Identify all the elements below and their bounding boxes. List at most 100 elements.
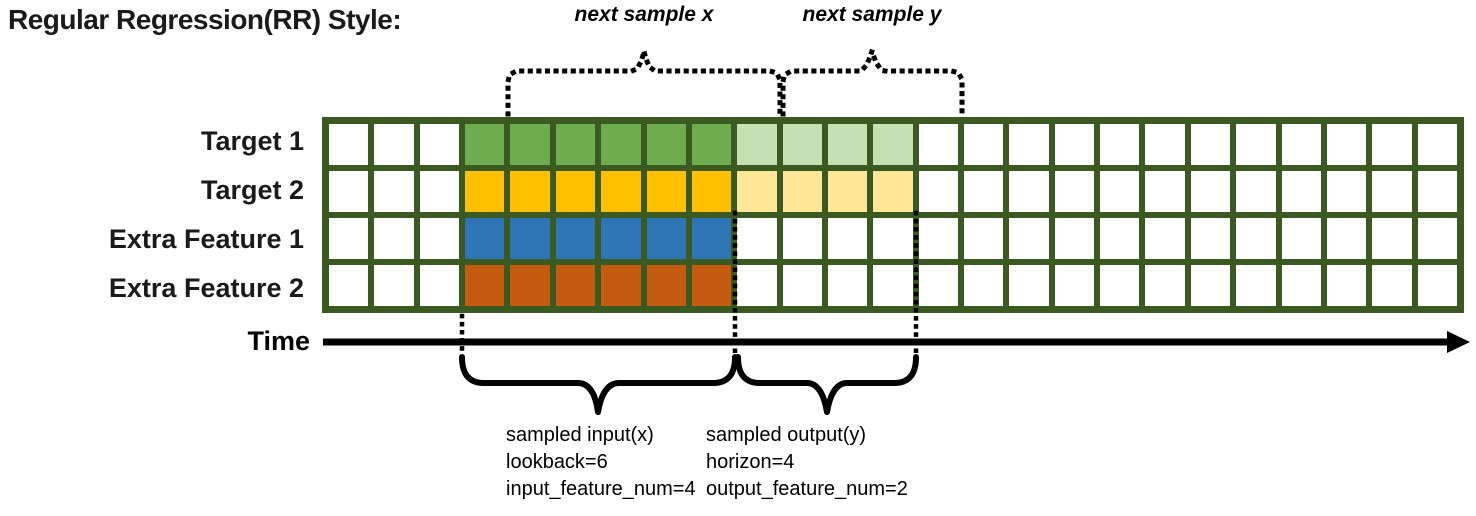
grid-cell <box>646 124 686 165</box>
grid-cell <box>1417 124 1457 165</box>
grid-cell <box>1372 171 1412 212</box>
grid-cell <box>510 218 550 259</box>
grid-cell <box>1190 218 1231 259</box>
grid-cell <box>1145 124 1185 165</box>
grid-cell <box>1009 218 1049 259</box>
row-labels: Target 1 Target 2 Extra Feature 1 Extra … <box>0 117 312 313</box>
grid-cell <box>918 124 959 165</box>
sampled-input-caption-line1: sampled input(x) <box>506 424 654 446</box>
row-label-extra-feature-2: Extra Feature 2 <box>108 273 304 303</box>
horizon-caption-line: horizon=4 <box>706 451 795 473</box>
grid-cell <box>1054 124 1095 165</box>
grid-cell <box>1236 124 1276 165</box>
grid-cell <box>1372 218 1412 259</box>
row-label-target-1: Target 1 <box>200 126 304 156</box>
grid-cell <box>964 265 1004 306</box>
grid-cell <box>1100 218 1140 259</box>
sampled-output-caption-line1: sampled output(y) <box>706 424 867 446</box>
grid-cell <box>1009 265 1049 306</box>
grid-cell <box>873 171 913 212</box>
grid-cell <box>1054 265 1095 306</box>
grid-cell <box>737 218 777 259</box>
grid-cell <box>510 171 550 212</box>
grid-cell <box>555 171 596 212</box>
next-sample-y-label: next sample y <box>802 3 942 26</box>
grid-cell <box>1054 218 1095 259</box>
row-label-target-2: Target 2 <box>200 175 304 205</box>
grid-cell <box>827 124 868 165</box>
grid-cell <box>374 265 414 306</box>
grid-cell <box>1009 171 1049 212</box>
sampled-output-brace <box>735 354 919 415</box>
grid-cell <box>1236 218 1276 259</box>
grid-cell <box>601 265 641 306</box>
grid-cell <box>1190 124 1231 165</box>
next-sample-y-brace <box>780 42 965 117</box>
grid-cell <box>555 124 596 165</box>
grid-cell <box>1417 171 1457 212</box>
grid-cell <box>964 218 1004 259</box>
grid-cell <box>1281 218 1321 259</box>
grid-cell <box>691 265 732 306</box>
grid-cell <box>918 218 959 259</box>
lookback-caption-line: lookback=6 <box>506 451 608 473</box>
grid-cell <box>827 265 868 306</box>
grid-cell <box>1326 171 1367 212</box>
grid-cell <box>873 124 913 165</box>
grid-cell <box>374 171 414 212</box>
grid-cell <box>465 218 505 259</box>
grid-cell <box>873 265 913 306</box>
grid-cell <box>1145 265 1185 306</box>
grid-cell <box>964 171 1004 212</box>
grid-cell <box>1009 124 1049 165</box>
grid-cell <box>737 171 777 212</box>
grid-cell <box>782 171 822 212</box>
grid-cell <box>737 124 777 165</box>
diagram-title: Regular Regression(RR) Style: <box>8 4 402 35</box>
grid-cell <box>601 218 641 259</box>
grid-cell <box>1100 171 1140 212</box>
grid-cell <box>1326 124 1367 165</box>
grid-cell <box>601 124 641 165</box>
grid-cell <box>873 218 913 259</box>
time-arrow-head <box>1447 331 1470 353</box>
grid-cell <box>465 124 505 165</box>
sampled-input-brace <box>459 354 738 415</box>
grid-cell <box>1281 265 1321 306</box>
input-feature-num-caption-line: input_feature_num=4 <box>506 478 696 500</box>
grid-cell <box>465 171 505 212</box>
grid-cell <box>1100 124 1140 165</box>
grid-cell <box>1190 171 1231 212</box>
output-feature-num-caption-line: output_feature_num=2 <box>706 478 908 500</box>
grid-cell <box>1100 265 1140 306</box>
grid-cell <box>374 218 414 259</box>
grid-cell <box>782 124 822 165</box>
grid-cell <box>827 218 868 259</box>
grid-cell <box>510 124 550 165</box>
grid-cell <box>329 171 369 212</box>
grid-cell <box>691 218 732 259</box>
grid-cell <box>691 171 732 212</box>
sample-grid <box>322 117 1464 313</box>
grid-cell <box>1417 218 1457 259</box>
grid-cell <box>419 171 460 212</box>
grid-cell <box>1281 171 1321 212</box>
grid-cell <box>419 218 460 259</box>
grid-cell <box>918 265 959 306</box>
sampled-input-caption: sampled input(x) lookback=6 input_featur… <box>506 422 696 503</box>
grid-cell <box>555 218 596 259</box>
time-axis-label: Time <box>247 326 310 356</box>
grid-cell <box>1417 265 1457 306</box>
grid-cell <box>510 265 550 306</box>
grid-cell <box>419 265 460 306</box>
grid-cell <box>1145 171 1185 212</box>
grid-cell <box>782 218 822 259</box>
grid-cell <box>691 124 732 165</box>
grid-cell <box>646 218 686 259</box>
grid-cell <box>374 124 414 165</box>
grid-cell <box>1054 171 1095 212</box>
grid-cell <box>1372 265 1412 306</box>
grid-cell <box>329 265 369 306</box>
grid-cell <box>465 265 505 306</box>
